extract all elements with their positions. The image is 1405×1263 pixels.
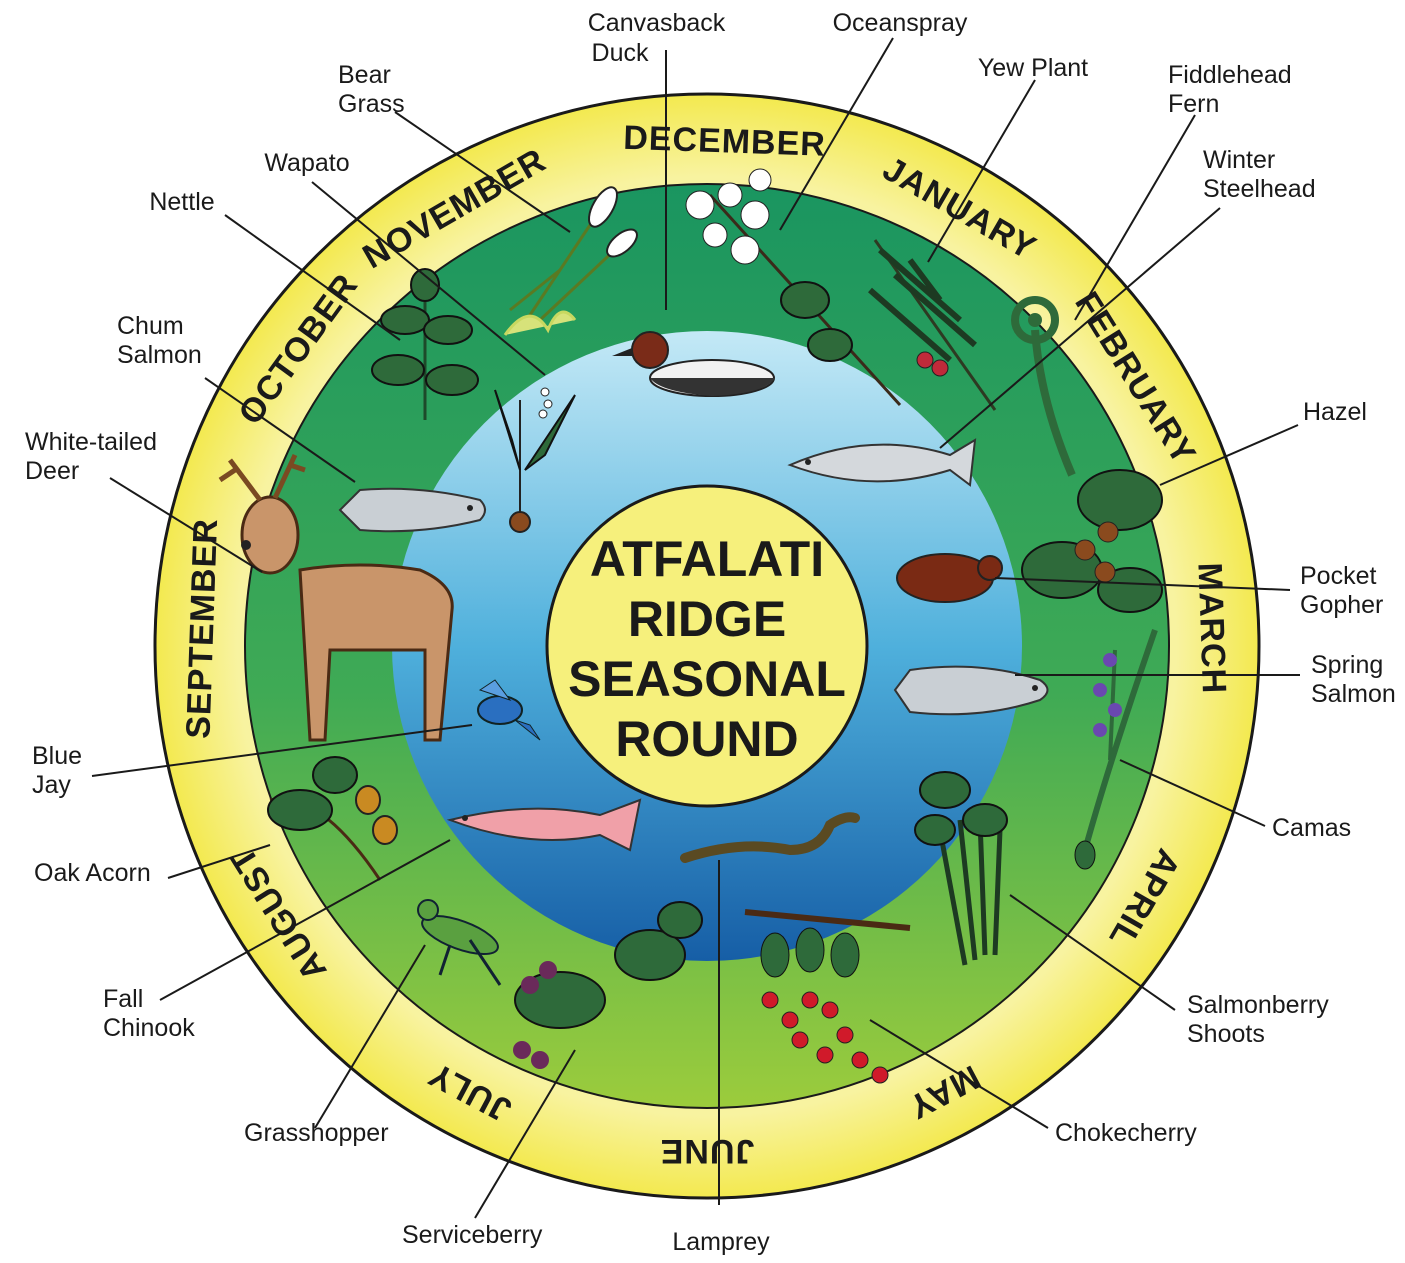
- oceanspray-label: Oceanspray: [833, 9, 968, 37]
- bear-grass-icon: [503, 186, 638, 336]
- camas-label: Camas: [1272, 814, 1351, 842]
- serviceberry-label: Serviceberry: [402, 1221, 543, 1249]
- title-line-3: SEASONAL: [568, 651, 846, 707]
- salmonberry-shoots-icon: [914, 771, 1008, 966]
- callout-labels: Canvasback Duck Oceanspray Yew Plant Fid…: [25, 9, 1396, 1256]
- spring-salmon-label: Spring Salmon: [1311, 651, 1396, 708]
- title-line-2: RIDGE: [628, 591, 786, 647]
- month-label-june: JUNE: [660, 1132, 755, 1170]
- chokecherry-label: Chokecherry: [1055, 1119, 1197, 1147]
- title-line-4: ROUND: [615, 711, 798, 767]
- spring-salmon-icon: [893, 665, 1049, 716]
- oceanspray-icon: [685, 168, 902, 407]
- fiddlehead-fern-label: Fiddlehead Fern: [1168, 61, 1299, 118]
- month-label-december: DECEMBER: [623, 119, 827, 164]
- white-tailed-deer-icon: [218, 453, 454, 742]
- serviceberry-icon: [513, 901, 703, 1069]
- camas-icon: [1074, 629, 1158, 870]
- diagram-title: ATFALATI RIDGE SEASONAL ROUND: [568, 531, 846, 767]
- yew-plant-label: Yew Plant: [978, 54, 1088, 82]
- oak-acorn-icon: [267, 756, 398, 881]
- month-label-september: SEPTEMBER: [179, 518, 225, 740]
- winter-steelhead-label: Winter Steelhead: [1203, 146, 1316, 203]
- canvasback-duck-label: Canvasback Duck: [588, 9, 733, 67]
- wapato-icon: [494, 387, 576, 533]
- blue-jay-icon: [477, 679, 541, 741]
- center-circle: [545, 484, 869, 808]
- nettle-icon: [371, 268, 479, 420]
- grasshopper-icon: [417, 899, 502, 986]
- chum-salmon-label: Chum Salmon: [117, 312, 202, 369]
- winter-steelhead-icon: [787, 438, 977, 487]
- blue-jay-label: Blue Jay: [32, 742, 89, 799]
- lamprey-icon: [680, 812, 860, 863]
- grasshopper-label: Grasshopper: [244, 1119, 389, 1147]
- pocket-gopher-icon: [896, 553, 1003, 603]
- fall-chinook-label: Fall Chinook: [103, 985, 195, 1042]
- hazel-label: Hazel: [1303, 398, 1367, 426]
- canvasback-duck-icon: [612, 331, 775, 397]
- yew-plant-icon: [868, 239, 997, 411]
- chum-salmon-icon: [338, 487, 486, 533]
- fiddlehead-fern-icon: [1011, 296, 1076, 477]
- lamprey-label: Lamprey: [672, 1228, 770, 1256]
- nettle-label: Nettle: [149, 188, 214, 216]
- chokecherry-icon: [744, 909, 911, 1084]
- title-line-1: ATFALATI: [590, 531, 824, 587]
- salmonberry-shoots-label: Salmonberry Shoots: [1187, 991, 1336, 1048]
- wapato-label: Wapato: [264, 149, 349, 177]
- white-tailed-deer-label: White-tailed Deer: [25, 428, 164, 485]
- fall-chinook-icon: [446, 798, 642, 852]
- month-label-march: MARCH: [1190, 562, 1233, 695]
- leader-lines: [91, 37, 1300, 1219]
- illustrations: [218, 168, 1163, 1084]
- oak-acorn-label: Oak Acorn: [34, 859, 151, 887]
- pocket-gopher-label: Pocket Gopher: [1300, 562, 1383, 619]
- hazel-icon: [1021, 469, 1163, 613]
- bear-grass-label: Bear Grass: [338, 61, 405, 118]
